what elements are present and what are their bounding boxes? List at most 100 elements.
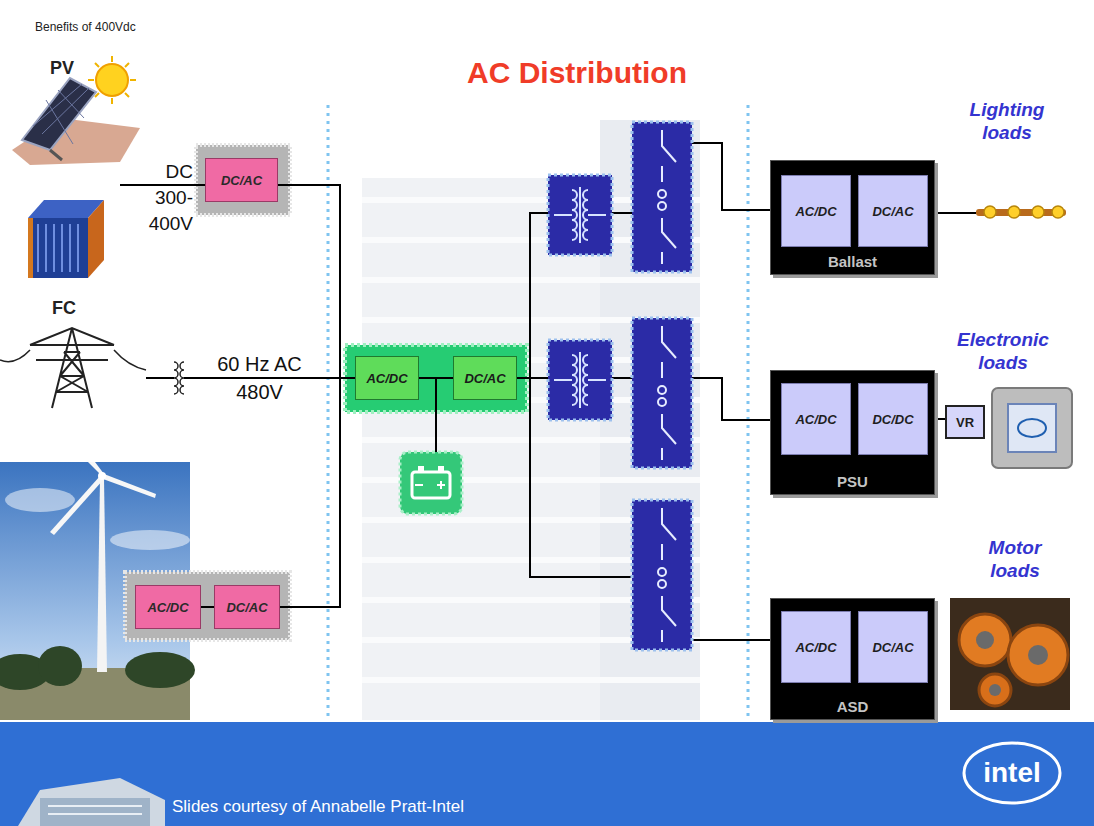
wind-turbine-photo bbox=[97, 478, 107, 672]
grid-supply-label: 60 Hz AC 480V bbox=[217, 353, 301, 403]
box-label: DC/AC bbox=[221, 173, 262, 188]
box-label: Ballast bbox=[828, 253, 877, 271]
voltage-regulator-box: VR bbox=[945, 405, 985, 439]
box-label: DC/AC bbox=[464, 371, 505, 386]
power-wire bbox=[278, 185, 355, 378]
lamp-icon bbox=[1052, 206, 1064, 218]
footer-band bbox=[0, 722, 1094, 826]
zone-divider bbox=[327, 105, 330, 720]
transformer-symbol bbox=[548, 340, 612, 420]
transmission-tower-icon bbox=[0, 328, 146, 408]
wind-turbine-photo bbox=[50, 476, 104, 535]
box-label: ASD bbox=[837, 698, 869, 716]
box-label: DC/AC bbox=[226, 600, 267, 615]
ups-converter-box: DC/AC bbox=[453, 356, 517, 400]
box-label: AC/DC bbox=[795, 204, 836, 219]
transmission-tower-icon bbox=[0, 350, 146, 370]
wind-turbine-photo bbox=[38, 646, 82, 686]
source-name: PV bbox=[50, 58, 90, 79]
voltage-label: DC 300-400V bbox=[149, 161, 193, 234]
box-label: DC/AC bbox=[872, 204, 913, 219]
processor-chip-icon bbox=[1008, 404, 1056, 452]
transformer-symbol bbox=[548, 175, 612, 255]
grid-transformer-symbol bbox=[174, 362, 184, 394]
footer-band bbox=[18, 778, 165, 826]
power-wire bbox=[280, 378, 355, 607]
pv-panel-icon bbox=[96, 64, 128, 96]
ups-converter-box: AC/DC bbox=[355, 356, 419, 400]
wind-turbine-photo bbox=[5, 488, 75, 512]
converter-box: DC/AC bbox=[205, 158, 278, 202]
converter-box: AC/DC bbox=[135, 585, 201, 629]
grid-transformer-symbol bbox=[174, 362, 184, 394]
transformer-symbol bbox=[548, 175, 612, 420]
box-label: AC/DC bbox=[795, 412, 836, 427]
pv-panel-icon bbox=[88, 56, 136, 104]
motor-icon bbox=[1008, 625, 1068, 685]
switchgear-symbol bbox=[632, 318, 692, 468]
equipment-case: PSU AC/DC DC/DC bbox=[770, 370, 935, 495]
motor-icon bbox=[976, 631, 994, 649]
source-name: FC bbox=[52, 298, 76, 318]
fuel-cell-icon bbox=[28, 218, 88, 278]
box-label: PSU bbox=[837, 473, 868, 491]
wind-turbine-photo bbox=[125, 652, 195, 688]
converter-stage-box: DC/AC bbox=[858, 175, 928, 247]
pv-panel-icon bbox=[12, 56, 140, 165]
motor-icon bbox=[959, 614, 1011, 666]
motor-icon bbox=[979, 674, 1011, 706]
converter-box: DC/AC bbox=[214, 585, 280, 629]
pv-panel-icon bbox=[50, 150, 62, 160]
fuel-cell-icon bbox=[28, 200, 104, 278]
wind-turbine-photo bbox=[110, 530, 190, 550]
load-category: Lighting loads bbox=[970, 99, 1045, 143]
motor-icon bbox=[950, 598, 1070, 710]
converter-stage-box: AC/DC bbox=[781, 383, 851, 455]
load-category: Motor loads bbox=[965, 536, 1065, 582]
equipment-case: Ballast AC/DC DC/AC bbox=[770, 160, 935, 275]
grid-supply-label: 60 Hz AC 480V bbox=[197, 350, 322, 406]
credit-line: Slides courtesy of Annabelle Pratt-Intel bbox=[172, 797, 464, 816]
converter-enclosure bbox=[125, 572, 290, 640]
voltage-label: DC 300-400V bbox=[141, 159, 193, 237]
motor-icon bbox=[950, 598, 1070, 710]
transmission-tower-icon bbox=[30, 328, 114, 408]
source-name: PV bbox=[50, 58, 74, 78]
switchgear-symbol bbox=[632, 500, 692, 650]
switchgear-symbol bbox=[632, 122, 692, 650]
converter-enclosure bbox=[196, 145, 290, 215]
credit-line: Slides courtesy of Annabelle Pratt-Intel bbox=[172, 797, 592, 817]
processor-chip-icon bbox=[992, 388, 1072, 468]
box-label: DC/AC bbox=[872, 640, 913, 655]
slide-title: AC Distribution bbox=[427, 56, 727, 90]
box-label: DC/DC bbox=[872, 412, 913, 427]
box-label: AC/DC bbox=[795, 640, 836, 655]
zone-divider bbox=[328, 105, 748, 720]
battery-icon bbox=[400, 452, 462, 514]
pv-panel-icon bbox=[22, 78, 96, 150]
slide-header: Benefits of 400Vdc bbox=[35, 20, 136, 34]
power-wire bbox=[201, 606, 214, 608]
lamp-icon bbox=[1008, 206, 1020, 218]
zone-divider bbox=[747, 105, 750, 720]
box-label: VR bbox=[956, 415, 974, 430]
lamp-icon bbox=[976, 206, 1066, 218]
load-category: Electronic loads bbox=[953, 328, 1053, 374]
battery-icon bbox=[438, 466, 444, 471]
switchgear-symbol bbox=[632, 122, 692, 272]
box-label: AC/DC bbox=[147, 600, 188, 615]
processor-chip-icon bbox=[992, 388, 1072, 468]
pv-panel-icon bbox=[33, 84, 89, 144]
footer-band bbox=[40, 798, 150, 826]
slide-header: Benefits of 400Vdc bbox=[35, 20, 235, 34]
fuel-cell-icon bbox=[28, 218, 33, 278]
battery-icon bbox=[412, 472, 450, 498]
battery-icon bbox=[400, 452, 462, 514]
slide-title: AC Distribution bbox=[467, 56, 687, 89]
company-logo: intel bbox=[983, 757, 1041, 788]
motor-icon bbox=[1028, 645, 1048, 665]
footer-band bbox=[48, 806, 142, 814]
load-category: Motor loads bbox=[989, 537, 1042, 581]
power-wire bbox=[419, 377, 453, 379]
